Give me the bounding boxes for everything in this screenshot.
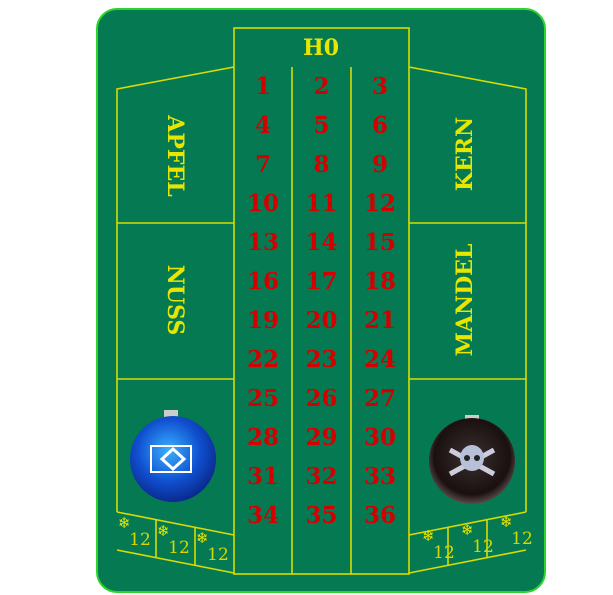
grid-lines <box>116 27 527 575</box>
dozen-bet[interactable]: 12 <box>168 538 190 558</box>
number-cell[interactable]: 20 <box>305 307 337 334</box>
number-cell[interactable]: 35 <box>305 502 337 529</box>
number-cell[interactable]: 11 <box>305 190 337 217</box>
snowflake-icon: ❄ <box>500 513 513 531</box>
number-cell[interactable]: 17 <box>305 268 337 295</box>
number-cell[interactable]: 21 <box>364 307 396 334</box>
snowflake-icon: ❄ <box>461 521 474 539</box>
number-cell[interactable]: 9 <box>372 151 388 178</box>
number-cell[interactable]: 14 <box>305 229 337 256</box>
number-cell[interactable]: 28 <box>247 424 279 451</box>
number-cell[interactable]: 18 <box>364 268 396 295</box>
number-cell[interactable]: 1 <box>255 73 271 100</box>
bet-mandel[interactable]: MANDEL <box>452 244 478 357</box>
number-cell[interactable]: 13 <box>247 229 279 256</box>
number-cell[interactable]: 32 <box>305 463 337 490</box>
zero-cell[interactable]: H0 <box>303 35 339 61</box>
number-cell[interactable]: 24 <box>364 346 396 373</box>
number-cell[interactable]: 22 <box>247 346 279 373</box>
dozen-bet[interactable]: 12 <box>129 530 151 550</box>
number-cell[interactable]: 29 <box>305 424 337 451</box>
number-cell[interactable]: 5 <box>313 112 329 139</box>
number-cell[interactable]: 36 <box>364 502 396 529</box>
snowflake-icon: ❄ <box>196 529 209 547</box>
bet-kern[interactable]: KERN <box>452 117 478 191</box>
number-cell[interactable]: 25 <box>247 385 279 412</box>
number-cell[interactable]: 16 <box>247 268 279 295</box>
number-cell[interactable]: 34 <box>247 502 279 529</box>
number-cell[interactable]: 12 <box>364 190 396 217</box>
number-cell[interactable]: 23 <box>305 346 337 373</box>
number-cell[interactable]: 30 <box>364 424 396 451</box>
number-cell[interactable]: 27 <box>364 385 396 412</box>
number-cell[interactable]: 6 <box>372 112 388 139</box>
number-cell[interactable]: 19 <box>247 307 279 334</box>
dozen-bet[interactable]: 12 <box>472 537 494 557</box>
bet-nuss[interactable]: NUSS <box>162 265 188 336</box>
snowflake-icon: ❄ <box>118 514 131 532</box>
bet-apfel[interactable]: APFEL <box>162 114 188 196</box>
number-cell[interactable]: 33 <box>364 463 396 490</box>
skull-ornament <box>429 415 515 504</box>
number-cell[interactable]: 7 <box>255 151 271 178</box>
dozen-bet[interactable]: 12 <box>207 545 229 565</box>
blue-ornament <box>130 410 216 502</box>
number-cell[interactable]: 8 <box>313 151 329 178</box>
number-cell[interactable]: 31 <box>247 463 279 490</box>
number-cell[interactable]: 4 <box>255 112 271 139</box>
snowflake-icon: ❄ <box>157 522 170 540</box>
snowflake-icon: ❄ <box>422 527 435 545</box>
number-cell[interactable]: 26 <box>305 385 337 412</box>
number-cell[interactable]: 10 <box>247 190 279 217</box>
dozen-bet[interactable]: 12 <box>433 543 455 563</box>
number-cell[interactable]: 3 <box>372 73 388 100</box>
dozen-bet[interactable]: 12 <box>511 529 533 549</box>
number-cell[interactable]: 15 <box>364 229 396 256</box>
number-cell[interactable]: 2 <box>313 73 329 100</box>
